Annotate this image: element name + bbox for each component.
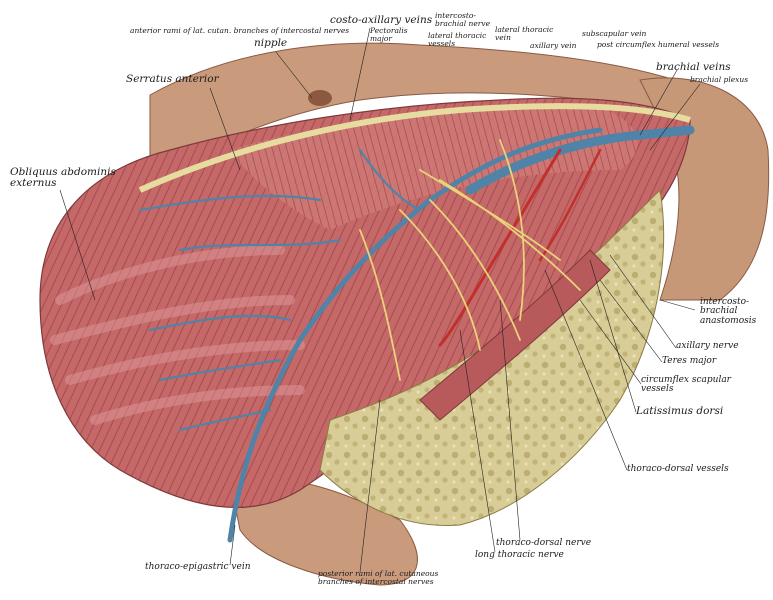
label-obliquus-abdominis-externus: Obliquus abdominis externus bbox=[10, 166, 116, 190]
label-long-thoracic-nerve: long thoracic nerve bbox=[475, 550, 564, 560]
label-post-circumflex-humeral-vessels: post circumflex humeral vessels bbox=[597, 40, 720, 49]
label-costo-axillary-veins: costo-axillary veins bbox=[330, 14, 433, 26]
label-posterior-rami: posterior rami of lat. cutaneous branche… bbox=[318, 569, 439, 586]
nipple-mark bbox=[308, 90, 332, 106]
label-serratus-anterior: Serratus anterior bbox=[126, 73, 219, 85]
label-subscapular-vein: subscapular vein bbox=[582, 29, 647, 38]
serratus-bands bbox=[50, 245, 305, 425]
label-brachial-plexus: brachial plexus bbox=[690, 75, 749, 84]
label-pectoralis-major: Pectoralis major bbox=[370, 26, 408, 43]
label-axillary-vein: axillary vein bbox=[530, 41, 577, 50]
label-lateral-thoracic-vein: lateral thoracic vein bbox=[495, 25, 554, 42]
label-teres-major: Teres major bbox=[662, 356, 717, 366]
pectoral-region bbox=[230, 107, 638, 230]
vein-branches bbox=[138, 148, 422, 432]
label-anterior-rami: anterior rami of lat. cutan. branches of… bbox=[130, 26, 350, 35]
label-circumflex-scapular-vessels: circumflex scapular vessels bbox=[641, 375, 731, 395]
label-latissimus-dorsi: Latissimus dorsi bbox=[636, 405, 724, 417]
label-lateral-thoracic-vessels: lateral thoracic vessels bbox=[428, 31, 487, 48]
label-thoraco-dorsal-vessels: thoraco-dorsal vessels bbox=[627, 464, 729, 474]
lateral-thoracic-artery-path bbox=[438, 148, 562, 347]
label-thoraco-dorsal-nerve: thoraco-dorsal nerve bbox=[496, 538, 592, 548]
axillary-vein-path bbox=[465, 125, 695, 195]
label-nipple: nipple bbox=[254, 37, 288, 49]
label-axillary-nerve: axillary nerve bbox=[676, 341, 739, 351]
label-intercosto-brachial-nerve: intercosto- brachial nerve bbox=[435, 11, 491, 28]
label-brachial-veins: brachial veins bbox=[656, 61, 731, 73]
nerve-fibers bbox=[359, 139, 581, 381]
label-thoraco-epigastric-vein: thoraco-epigastric vein bbox=[145, 562, 251, 572]
label-intercosto-brachial-anastomosis: intercosto- brachial anastomosis bbox=[700, 297, 757, 326]
